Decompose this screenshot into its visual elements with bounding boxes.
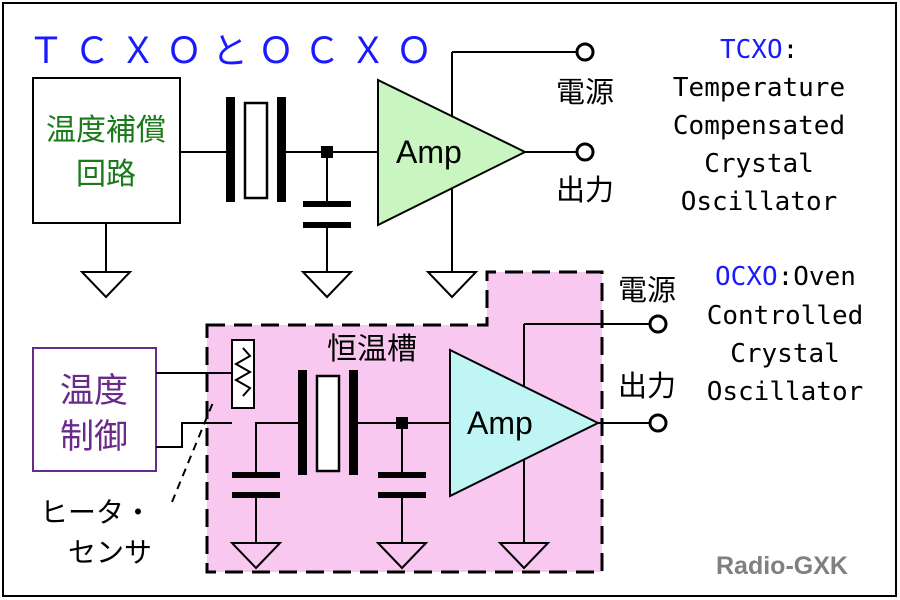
heater-sensor-label-line1: ヒータ・	[40, 496, 152, 529]
tcxo-amp-label: Amp	[396, 134, 462, 170]
ocxo-output-label: 出力	[618, 369, 676, 403]
compensation-circuit-block	[32, 77, 181, 224]
ground-symbol	[79, 271, 133, 299]
tcxo-crystal	[226, 97, 286, 202]
tcxo-desc-line2: Compensated	[673, 111, 845, 141]
ocxo-capacitor-right	[378, 472, 426, 478]
junction-dot	[321, 146, 333, 158]
tcxo-power-terminal	[575, 42, 595, 62]
ground-symbol	[425, 271, 479, 299]
tcxo-desc-line3: Crystal	[704, 149, 814, 179]
ground-symbol	[300, 271, 354, 299]
heater-sensor-label-line2: センサ	[68, 536, 152, 569]
control-label-line2: 制御	[60, 417, 128, 457]
tcxo-desc-line1: Temperature	[673, 73, 845, 103]
watermark: Radio-GXK	[716, 552, 848, 580]
tcxo-abbreviation: TCXO:	[720, 35, 798, 65]
oven-label: 恒温槽	[327, 332, 417, 367]
ocxo-desc-line3: Crystal	[730, 339, 840, 369]
compensation-label-line1: 温度補償	[46, 113, 166, 148]
temperature-control-block	[32, 347, 157, 472]
ocxo-desc-line2: Controlled	[707, 301, 864, 331]
ocxo-output-terminal	[648, 413, 668, 433]
ocxo-amplifier	[449, 348, 601, 498]
ground-symbol	[375, 542, 429, 570]
tcxo-power-label: 電源	[556, 75, 614, 109]
compensation-label-line2: 回路	[76, 157, 136, 192]
heater-sensor-leader	[171, 399, 215, 503]
ground-symbol	[497, 542, 551, 570]
tcxo-output-label: 出力	[556, 173, 614, 207]
control-label-line1: 温度	[60, 371, 128, 411]
ocxo-amp-label: Amp	[467, 405, 533, 441]
junction-dot	[396, 417, 408, 429]
ocxo-capacitor-left	[232, 472, 280, 478]
ocxo-crystal	[298, 370, 358, 475]
tcxo-output-terminal	[575, 142, 595, 162]
ground-symbol	[229, 542, 283, 570]
tcxo-desc-line4: Oscillator	[681, 187, 838, 217]
page-title: ＴＣＸＯとＯＣＸＯ	[28, 31, 442, 72]
ocxo-abbreviation: OCXO:Oven	[715, 262, 856, 292]
heater-element	[231, 339, 255, 409]
ocxo-power-label: 電源	[618, 273, 676, 307]
ocxo-power-terminal	[648, 314, 668, 334]
tcxo-capacitor	[303, 201, 351, 207]
ocxo-desc-line4: Oscillator	[707, 377, 864, 407]
